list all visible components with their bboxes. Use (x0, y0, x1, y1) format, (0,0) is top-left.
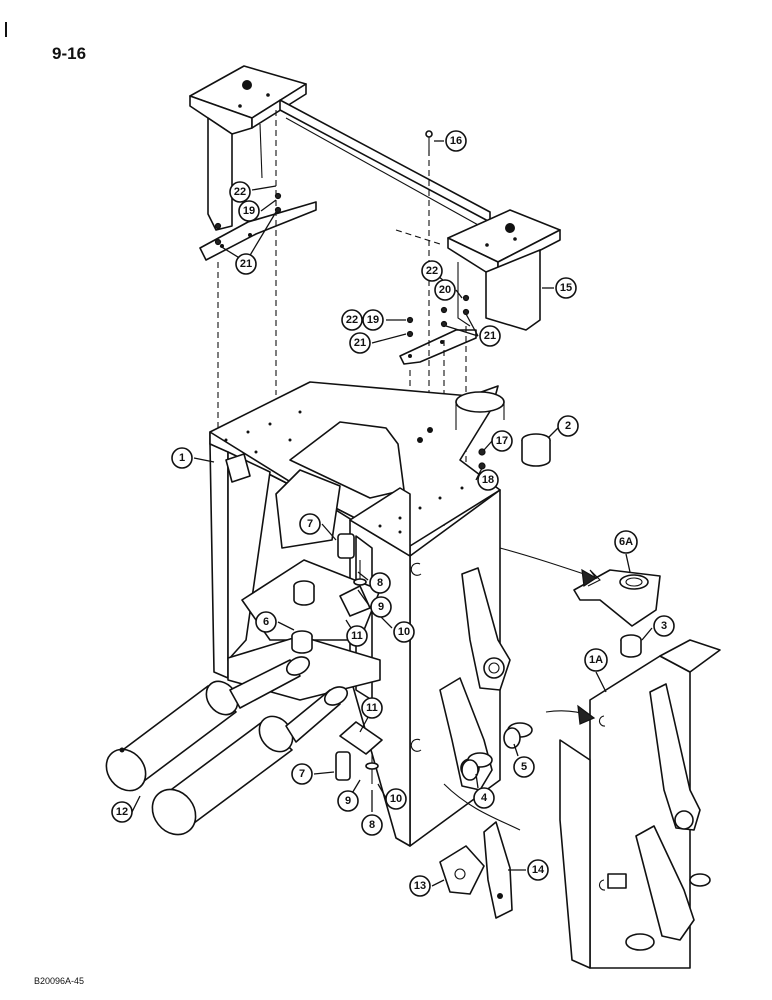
svg-text:9: 9 (378, 601, 384, 613)
callout-20: 20 (434, 279, 456, 301)
svg-text:1: 1 (179, 452, 185, 464)
svg-text:8: 8 (377, 577, 383, 589)
callout-21-middle: 21 (349, 332, 371, 354)
callout-17: 17 (491, 430, 513, 452)
callout-14: 14 (527, 859, 549, 881)
inset-frame-view (559, 639, 721, 969)
svg-text:4: 4 (481, 792, 488, 804)
svg-text:1A: 1A (589, 654, 603, 666)
callout-9-lower: 9 (337, 790, 359, 812)
strap-14 (483, 821, 513, 919)
callout-22-middle: 22 (341, 309, 363, 331)
callout-1a: 1A (584, 648, 608, 672)
svg-text:6A: 6A (619, 536, 633, 548)
svg-text:18: 18 (482, 474, 494, 486)
callout-4: 4 (473, 787, 495, 809)
svg-text:22: 22 (234, 186, 246, 198)
svg-text:5: 5 (521, 761, 527, 773)
svg-text:2: 2 (565, 420, 571, 432)
svg-text:12: 12 (116, 806, 128, 818)
callout-7-lower: 7 (291, 763, 313, 785)
callout-19-upper: 19 (238, 200, 260, 222)
callouts: 1 1A 2 3 4 5 6 6A 7 7 8 8 9 9 10 10 11 1… (111, 130, 675, 897)
svg-text:10: 10 (398, 626, 410, 638)
svg-text:11: 11 (351, 630, 363, 642)
left-spacer-plate (199, 201, 317, 261)
svg-text:8: 8 (369, 819, 375, 831)
right-spacer-plate (399, 329, 477, 365)
callout-21-right: 21 (479, 325, 501, 347)
svg-text:7: 7 (299, 768, 305, 780)
callout-11-lower: 11 (361, 697, 383, 719)
callout-21-left: 21 (235, 253, 257, 275)
callout-18: 18 (477, 469, 499, 491)
callout-10-upper: 10 (393, 621, 415, 643)
callout-19-lower: 19 (362, 309, 384, 331)
callout-2: 2 (557, 415, 579, 437)
hydraulic-cylinders (105, 656, 349, 836)
callout-3: 3 (653, 615, 675, 637)
view-arrows (443, 547, 601, 831)
callout-15: 15 (555, 277, 577, 299)
svg-text:16: 16 (450, 135, 462, 147)
upper-support-bracket (189, 65, 561, 365)
svg-text:19: 19 (243, 205, 255, 217)
svg-text:3: 3 (661, 620, 667, 632)
svg-text:7: 7 (307, 518, 313, 530)
callout-8-lower: 8 (361, 814, 383, 836)
svg-text:21: 21 (354, 337, 366, 349)
svg-text:20: 20 (439, 284, 451, 296)
svg-text:14: 14 (532, 864, 545, 876)
callout-22-right: 22 (421, 260, 443, 282)
svg-text:22: 22 (426, 265, 438, 277)
page-number: 9-16 (52, 44, 87, 63)
callout-7-upper: 7 (299, 513, 321, 535)
callout-13: 13 (409, 875, 431, 897)
svg-text:6: 6 (263, 616, 269, 628)
svg-text:17: 17 (496, 435, 508, 447)
callout-22-upper: 22 (229, 181, 251, 203)
callout-10-lower: 10 (385, 788, 407, 810)
callout-8-upper: 8 (369, 572, 391, 594)
small-parts (214, 130, 661, 919)
svg-text:21: 21 (484, 330, 496, 342)
svg-text:22: 22 (346, 314, 358, 326)
svg-text:19: 19 (367, 314, 379, 326)
svg-text:10: 10 (390, 793, 402, 805)
callout-6: 6 (255, 611, 277, 633)
document-code: B20096A-45 (34, 976, 85, 986)
callout-6a: 6A (614, 530, 638, 554)
callout-9-upper: 9 (370, 596, 392, 618)
callout-12: 12 (111, 801, 133, 823)
svg-text:21: 21 (240, 258, 252, 270)
callout-5: 5 (513, 756, 535, 778)
svg-text:15: 15 (560, 282, 572, 294)
margin-tick (5, 22, 7, 37)
callout-1: 1 (171, 447, 193, 469)
callout-16: 16 (445, 130, 467, 152)
callout-11-upper: 11 (346, 625, 368, 647)
svg-text:11: 11 (366, 702, 378, 714)
svg-text:9: 9 (345, 795, 351, 807)
svg-text:13: 13 (414, 880, 426, 892)
